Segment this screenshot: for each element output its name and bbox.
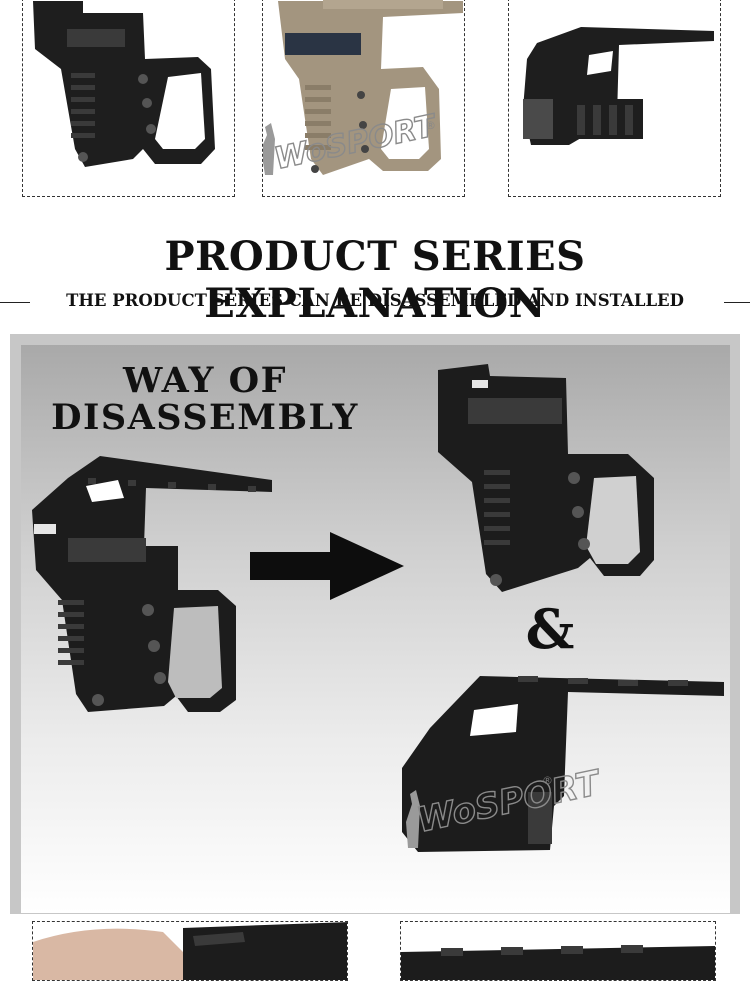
ampersand-symbol: &	[525, 597, 575, 661]
product-tile-tan-kit: WoSPORT ®	[262, 0, 465, 197]
section-subtitle: THE PRODUCT SERIES CAN BE DISASSEMBLED A…	[66, 291, 684, 310]
arrow-right-icon	[250, 532, 404, 600]
subtitle-divider-left	[0, 302, 30, 303]
product-tile-black-kit	[22, 0, 235, 197]
assembled-kit-image	[32, 456, 272, 712]
tan-kit-image: WoSPORT ®	[263, 0, 463, 178]
bottom-tile-hand	[32, 921, 348, 981]
section-subtitle-row: THE PRODUCT SERIES CAN BE DISASSEMBLED A…	[0, 291, 750, 313]
watermark-registered: ®	[425, 119, 436, 132]
product-tile-rail-mount	[508, 0, 721, 197]
soldier-silhouette-icon	[263, 123, 275, 175]
bottom-tile-rail	[400, 921, 716, 981]
soldier-silhouette-icon	[406, 790, 420, 848]
rail-part-image: WoSPORT ®	[402, 676, 724, 852]
disassembly-label: WAY OF DISASSEMBLY	[40, 362, 370, 436]
disassembly-label-line1: WAY OF	[123, 360, 287, 401]
rail-mount-image	[523, 27, 714, 145]
disassembly-label-line2: DISASSEMBLY	[51, 397, 359, 438]
hand-photo-image	[33, 922, 347, 980]
black-kit-image	[33, 1, 215, 167]
grip-kit-image	[438, 364, 654, 592]
rail-closeup-image	[401, 945, 715, 980]
watermark-registered: ®	[542, 774, 553, 787]
subtitle-divider-right	[724, 302, 750, 303]
section-title: PRODUCT SERIES EXPLANATION	[164, 233, 586, 327]
